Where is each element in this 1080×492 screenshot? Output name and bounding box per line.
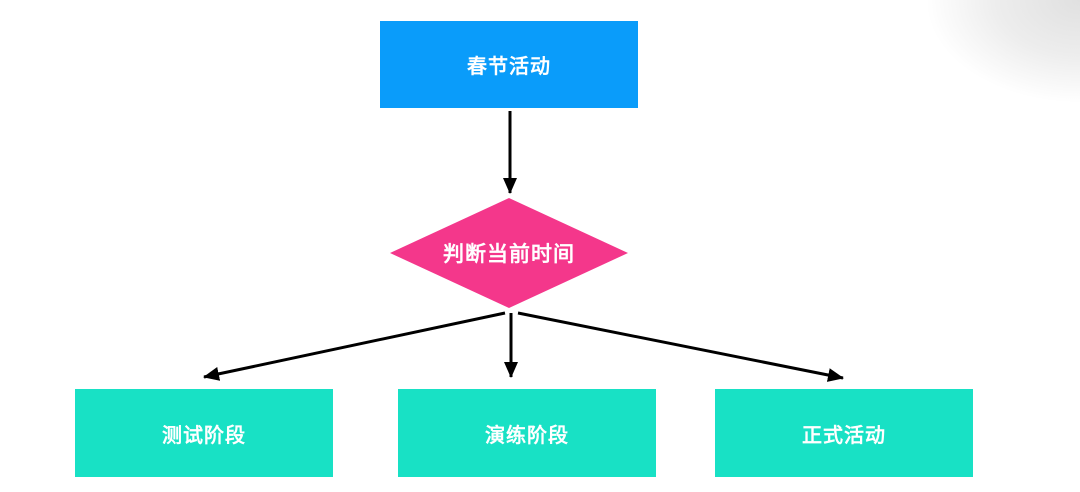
node-branch-test-label: 测试阶段 [162, 424, 246, 447]
node-start-rect: 春节活动 [380, 21, 638, 108]
arrow-decision-to-live [517, 311, 844, 382]
arrow-decision-to-test [203, 311, 506, 381]
node-branch-drill-rect: 演练阶段 [398, 389, 656, 477]
node-decision-label: 判断当前时间 [443, 243, 575, 266]
node-branch-live-label: 正式活动 [802, 424, 886, 447]
node-start-label: 春节活动 [467, 56, 551, 78]
node-branch-drill-label: 演练阶段 [485, 424, 569, 447]
node-branch-test-rect: 测试阶段 [75, 389, 333, 477]
node-branch-live-rect: 正式活动 [715, 389, 973, 477]
